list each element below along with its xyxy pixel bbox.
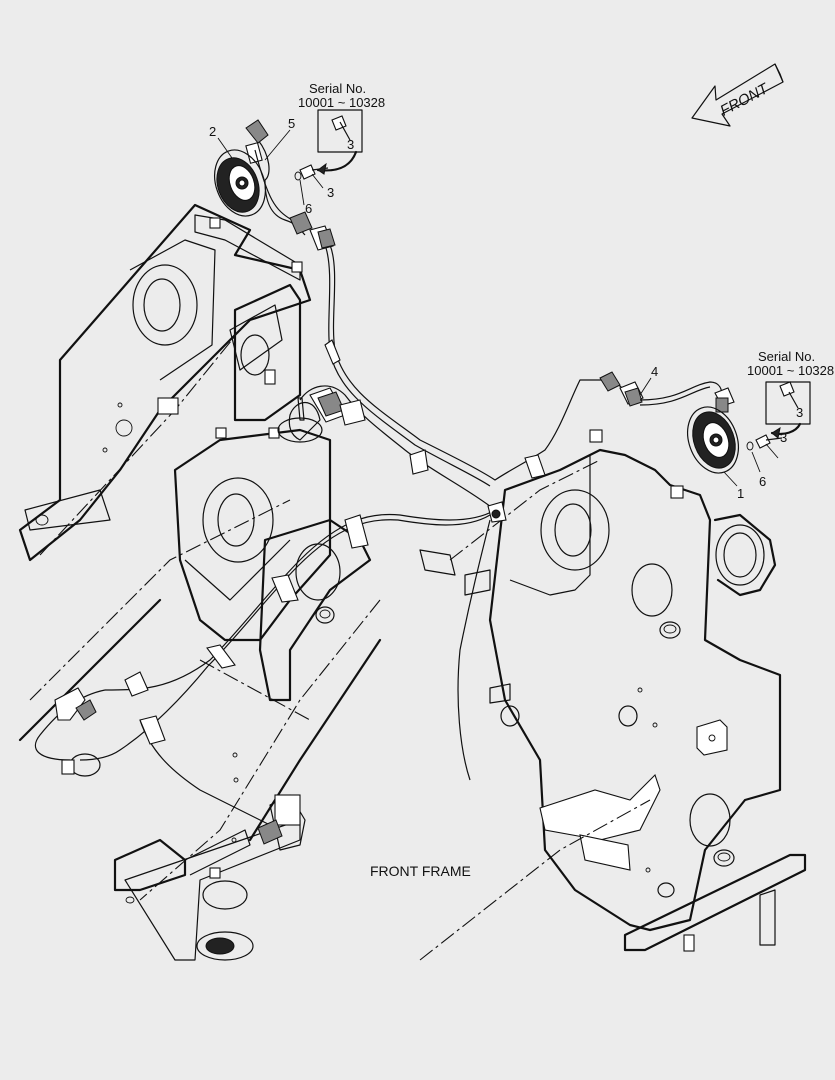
front-frame-label: FRONT FRAME [370, 863, 471, 879]
front-arrow-label: FRONT [717, 80, 772, 120]
callout-2: 2 [209, 124, 216, 139]
serial-label-top: Serial No. [309, 81, 366, 96]
callout-3-inset-top: 3 [347, 137, 354, 152]
wire-harness [34, 244, 605, 845]
callout-6-top: 6 [305, 201, 312, 216]
callout-3-top: 3 [327, 185, 334, 200]
callout-4: 4 [651, 364, 658, 379]
callout-1: 1 [737, 486, 744, 501]
serial-range-top: 10001 ~ 10328 [298, 95, 385, 110]
serial-label-right: Serial No. [758, 349, 815, 364]
inset-right [765, 381, 811, 439]
callout-6-right: 6 [759, 474, 766, 489]
front-arrow-icon: FRONT [691, 63, 784, 127]
callout-3-right: 3 [780, 430, 787, 445]
callout-5: 5 [288, 116, 295, 131]
inset-top [316, 109, 363, 175]
front-frame-structure [18, 203, 807, 961]
serial-range-right: 10001 ~ 10328 [747, 363, 834, 378]
callout-3-inset-right: 3 [796, 405, 803, 420]
leader-lines [217, 129, 779, 487]
sensor-2-assembly [214, 119, 336, 251]
sensor-1-assembly [599, 371, 783, 474]
